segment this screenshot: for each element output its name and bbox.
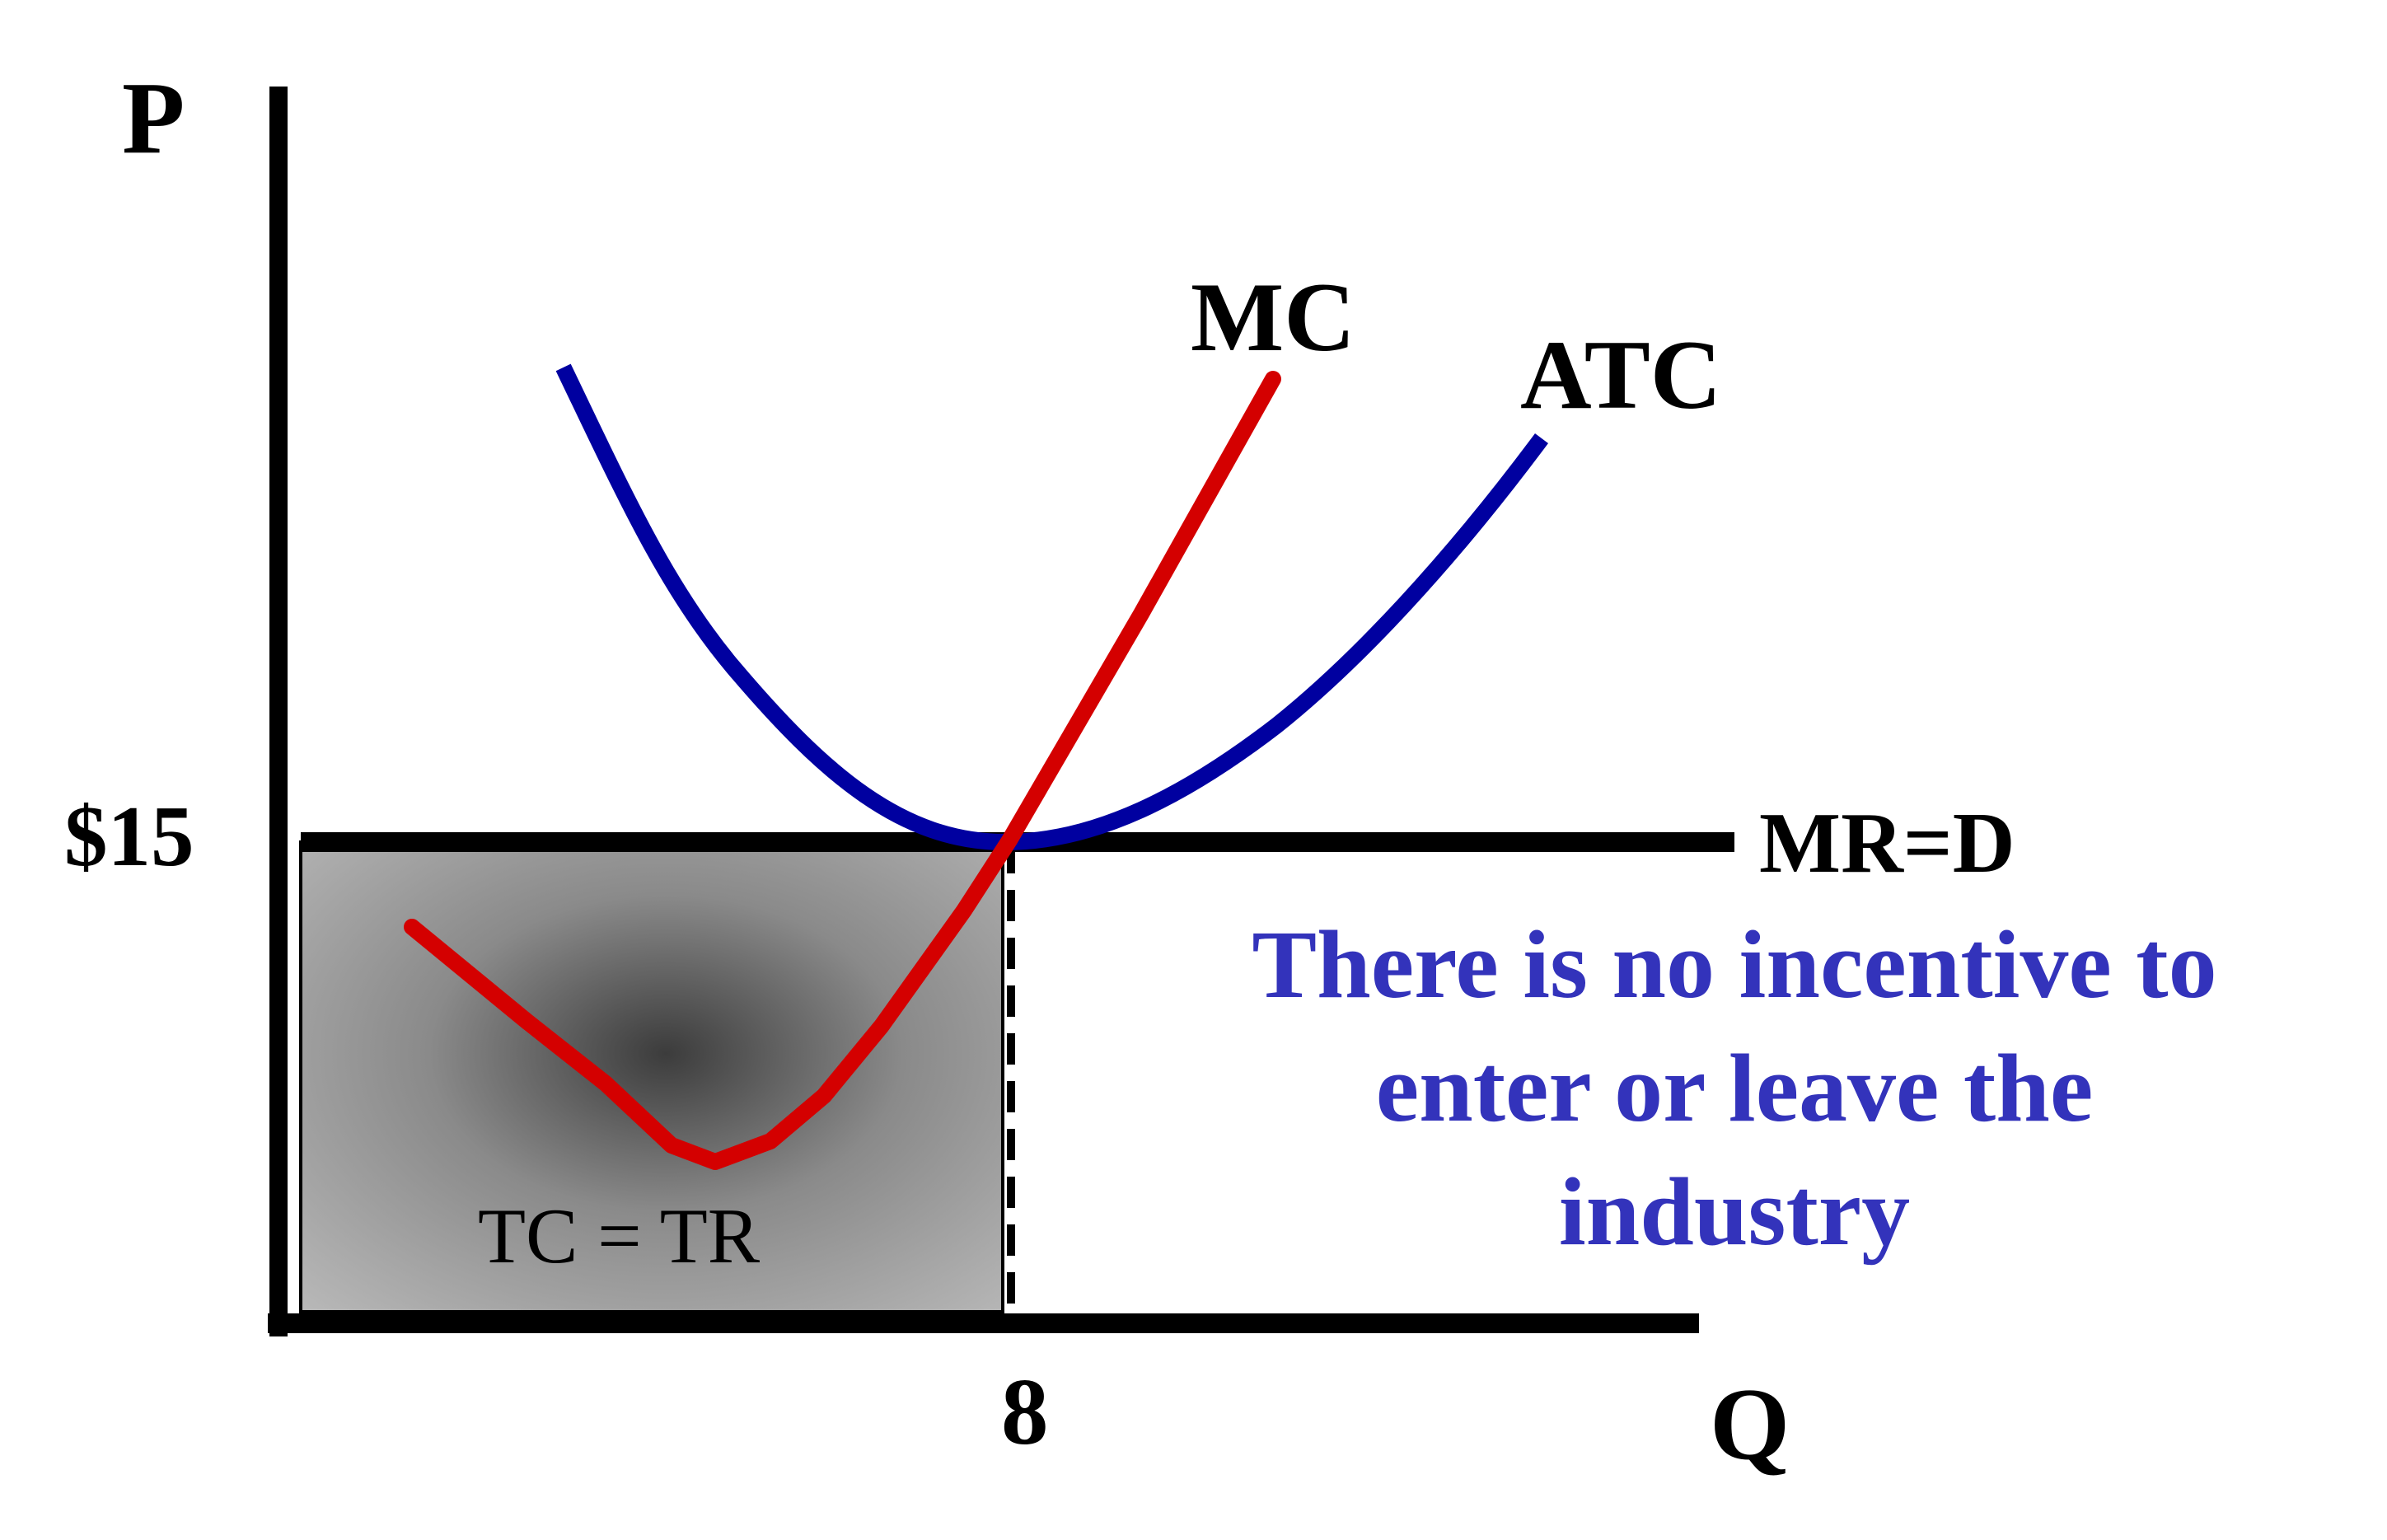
mr-demand-label: MR=D [1759,794,2015,891]
message-line-2: enter or leave the [1376,1034,2093,1142]
mc-label: MC [1191,262,1355,372]
y-axis-label: P [122,62,185,176]
message-line-1: There is no incentive to [1252,910,2216,1018]
price-tick-label: $15 [64,788,194,884]
tc-tr-label: TC = TR [478,1192,761,1280]
x-axis-label: Q [1710,1368,1790,1481]
atc-label: ATC [1520,320,1721,429]
quantity-tick-label: 8 [1001,1360,1049,1464]
tc-tr-area [299,840,1004,1313]
message-line-3: industry [1559,1158,1910,1266]
mc-curve [404,371,1281,1170]
